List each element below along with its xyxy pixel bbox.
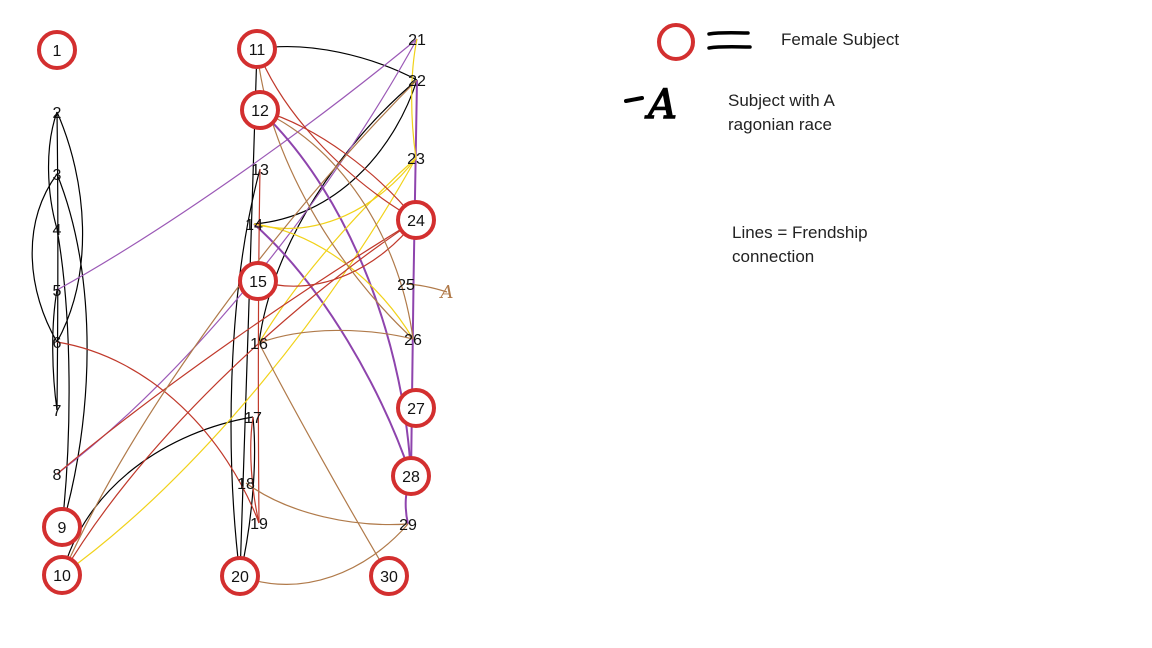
node-label-13: 13 xyxy=(251,162,269,179)
node-label-3: 3 xyxy=(53,167,62,184)
edge-16-30 xyxy=(258,342,390,577)
edge-11-24 xyxy=(256,48,417,221)
edge-13-20 xyxy=(230,168,261,577)
female-circle-30 xyxy=(369,556,409,596)
edge-16-22 xyxy=(258,79,418,344)
edge-12-24 xyxy=(259,109,417,221)
node-label-26: 26 xyxy=(404,332,422,349)
legend-female-label: Female Subject xyxy=(781,30,899,49)
female-circle-11 xyxy=(237,29,277,69)
node-label-17: 17 xyxy=(244,410,262,427)
edge-16-26 xyxy=(258,329,414,344)
edge-14-22 xyxy=(253,79,418,225)
edge-12-26 xyxy=(259,109,414,340)
female-circle-1 xyxy=(37,30,77,70)
female-circle-20 xyxy=(220,556,260,596)
race-marker-25: A xyxy=(439,282,454,303)
female-circle-24 xyxy=(396,200,436,240)
female-circle-15 xyxy=(238,261,278,301)
node-label-29: 29 xyxy=(399,517,417,534)
edge-2-4 xyxy=(47,111,58,230)
edge-21-23 xyxy=(411,38,418,159)
node-label-14: 14 xyxy=(245,217,263,234)
node-labels: 1234567891011121314151617181920212223242… xyxy=(53,32,454,586)
node-label-25: 25 xyxy=(397,277,415,294)
edge-18-29 xyxy=(245,482,409,526)
node-label-19: 19 xyxy=(250,516,268,533)
edge-6-19 xyxy=(56,341,260,524)
legend-lines-label-line2: connection xyxy=(732,247,814,266)
node-label-30: 30 xyxy=(380,569,398,586)
edge-10-22 xyxy=(61,79,418,576)
node-label-12: 12 xyxy=(251,103,269,120)
female-circle-12 xyxy=(240,90,280,130)
node-label-7: 7 xyxy=(53,403,62,420)
edge-15-24 xyxy=(257,219,417,287)
edge-14-28 xyxy=(253,223,412,477)
edge-16-23 xyxy=(258,157,417,344)
female-markers xyxy=(37,29,436,596)
legend-race-marker: A xyxy=(644,82,677,128)
node-label-6: 6 xyxy=(53,335,62,352)
edge-8-21 xyxy=(56,38,418,475)
node-label-20: 20 xyxy=(231,569,249,586)
node-label-1: 1 xyxy=(53,43,62,60)
edge-20-29 xyxy=(239,523,409,585)
node-label-22: 22 xyxy=(408,73,426,90)
edge-3-6 xyxy=(31,173,58,343)
edge-14-23 xyxy=(253,157,417,229)
edge-8-24 xyxy=(56,219,417,475)
legend-lines-label-line1: Lines = Frendship xyxy=(732,223,868,242)
legend-race-label-line2: ragonian race xyxy=(728,115,832,134)
edge-5-21 xyxy=(56,38,418,291)
legend: Female Subject A Subject with A ragonian… xyxy=(624,23,899,266)
node-label-21: 21 xyxy=(408,32,426,49)
node-label-8: 8 xyxy=(53,467,62,484)
edge-6-2 xyxy=(56,111,84,343)
node-label-5: 5 xyxy=(53,283,62,300)
edge-4-9 xyxy=(56,228,70,528)
edge-13-19 xyxy=(257,168,261,524)
node-label-2: 2 xyxy=(53,105,62,122)
edge-17-19 xyxy=(250,416,260,524)
edge-10-24 xyxy=(61,219,417,576)
female-circle-27 xyxy=(396,388,436,428)
female-circle-10 xyxy=(42,555,82,595)
friendship-edges xyxy=(31,38,448,585)
node-label-11: 11 xyxy=(249,42,266,59)
legend-race-dash xyxy=(624,96,644,103)
legend-race-label-line1: Subject with A xyxy=(728,91,835,110)
node-label-27: 27 xyxy=(407,401,425,418)
node-label-15: 15 xyxy=(249,274,267,291)
edge-5-7 xyxy=(52,289,58,411)
edge-2-7 xyxy=(56,111,59,411)
edge-25-A xyxy=(405,283,448,293)
edge-3-9 xyxy=(56,173,88,528)
node-label-28: 28 xyxy=(402,469,420,486)
node-label-16: 16 xyxy=(250,336,268,353)
edge-10-23 xyxy=(61,157,417,576)
node-label-24: 24 xyxy=(407,213,425,230)
node-label-23: 23 xyxy=(407,151,425,168)
edge-11-22 xyxy=(256,46,418,81)
edge-12-28 xyxy=(259,109,412,477)
node-label-10: 10 xyxy=(53,568,71,585)
node-label-9: 9 xyxy=(58,520,67,537)
node-label-18: 18 xyxy=(237,476,255,493)
female-circle-28 xyxy=(391,456,431,496)
female-circle-9 xyxy=(42,507,82,547)
legend-equals-mark xyxy=(707,31,752,50)
node-label-4: 4 xyxy=(53,222,62,239)
legend-female-circle xyxy=(657,23,695,61)
